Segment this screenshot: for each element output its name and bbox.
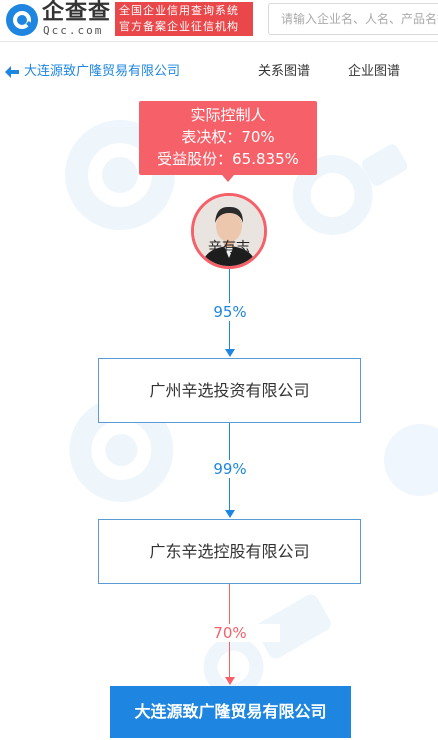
qcc-logo-icon[interactable] [4,2,40,38]
page-nav: 大连源致广隆贸易有限公司 关系图谱 企业图谱 [0,42,438,82]
person-photo-icon [194,196,264,266]
target-company-box[interactable]: 大连源致广隆贸易有限公司 [110,686,351,738]
controller-person-name[interactable]: 辛有志 [208,240,250,256]
arrow-down-icon [225,677,235,685]
logo-domain: Qcc.com [43,24,104,37]
voting-rights-text: 表决权：70% [181,128,275,146]
avatar[interactable] [191,193,267,269]
badge-line-2: 官方备案企业征信机构 [119,20,239,33]
logo-text[interactable]: 企查查 [42,0,112,25]
beneficial-shares-text: 受益股份：65.835% [157,150,299,168]
official-badge: 全国企业信用查询系统 官方备案企业征信机构 [115,2,253,36]
qcc-watermark-icon [384,424,438,496]
tab-company-graph[interactable]: 企业图谱 [348,64,401,79]
share-percent-label: 70% [180,624,280,642]
search-box[interactable] [268,3,438,35]
back-arrow-icon[interactable] [4,65,20,79]
arrow-down-icon [225,349,235,357]
shareholder-company-box[interactable]: 广东辛选控股有限公司 [98,519,361,584]
badge-line-1: 全国企业信用查询系统 [119,4,239,17]
company-name-link[interactable]: 大连源致广隆贸易有限公司 [24,64,181,79]
tab-relation-graph[interactable]: 关系图谱 [258,64,311,79]
arrow-down-icon [225,510,235,518]
actual-controller-card: 实际控制人 表决权：70% 受益股份：65.835% [139,101,317,175]
share-percent-label: 95% [180,303,280,321]
card-pointer [222,175,234,182]
search-input[interactable] [269,4,438,34]
shareholder-company-box[interactable]: 广州辛选投资有限公司 [98,358,361,423]
controller-title: 实际控制人 [190,106,266,124]
share-percent-label: 99% [180,460,280,478]
top-header: 企查查 Qcc.com 全国企业信用查询系统 官方备案企业征信机构 [0,0,438,42]
